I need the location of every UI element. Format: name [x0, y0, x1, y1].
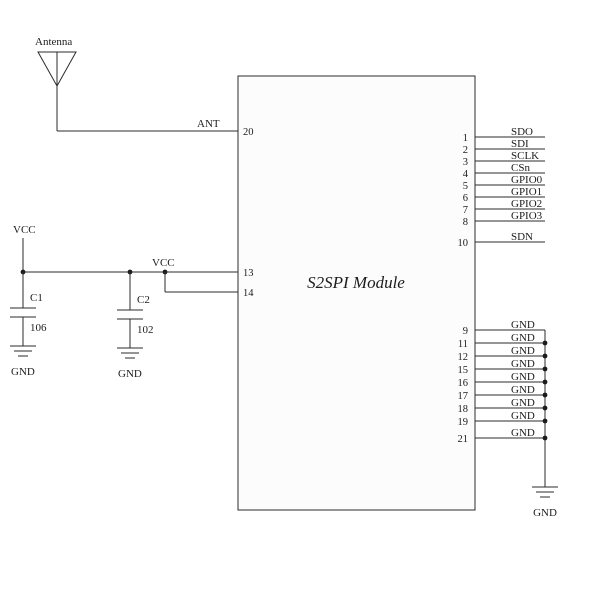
pin-label: SDN: [511, 231, 533, 243]
pin-number: 7: [463, 205, 468, 216]
antenna-label: Antenna: [35, 36, 72, 48]
pin-label: SDO: [511, 126, 533, 138]
pin-number: 2: [463, 145, 468, 156]
pin-number: 12: [458, 352, 469, 363]
pin-number: 16: [458, 378, 469, 389]
pin-label: GND: [511, 371, 535, 383]
pin-label: GPIO2: [511, 198, 542, 210]
pin-label: GND: [511, 332, 535, 344]
c1-value: 106: [30, 322, 47, 334]
c2-value: 102: [137, 324, 154, 336]
pin-label: GND: [511, 345, 535, 357]
c2-gnd-label: GND: [118, 368, 142, 380]
pin-number: 10: [458, 238, 469, 249]
pin-number-14: 14: [243, 288, 254, 299]
pin-label: GND: [511, 384, 535, 396]
junction-dot: [542, 366, 548, 372]
pin-label: GND: [511, 397, 535, 409]
pin-number: 9: [463, 326, 468, 337]
pin-label: GPIO3: [511, 210, 543, 222]
pin-number: 1: [463, 133, 468, 144]
vcc-label-left: VCC: [13, 224, 36, 236]
gnd-bus-label: GND: [533, 507, 557, 519]
pin-number: 15: [458, 365, 469, 376]
pin-number: 4: [463, 169, 469, 180]
pin-label: SDI: [511, 138, 529, 150]
pin-label: GPIO0: [511, 174, 543, 186]
module-label: S2SPI Module: [307, 273, 405, 292]
pin-label: CSn: [511, 162, 530, 174]
pin-label: GND: [511, 410, 535, 422]
pin-number: 18: [458, 404, 469, 415]
pin-number: 17: [458, 391, 469, 402]
pin-number: 21: [458, 434, 469, 445]
vcc-label-mid: VCC: [152, 257, 175, 269]
junction-dot: [542, 392, 548, 398]
junction-dot: [542, 340, 548, 346]
pin-number-13: 13: [243, 268, 254, 279]
pin-number: 11: [458, 339, 468, 350]
pin-number: 3: [463, 157, 468, 168]
c2-name: C2: [137, 294, 150, 306]
pin-label: GND: [511, 319, 535, 331]
module-body: [237, 75, 476, 511]
pin-number: 19: [458, 417, 469, 428]
c1-name: C1: [30, 292, 43, 304]
pin-label: GND: [511, 358, 535, 370]
pin-label: SCLK: [511, 150, 539, 162]
junction-dot: [542, 435, 548, 441]
pin-label: GPIO1: [511, 186, 542, 198]
pin-number: 8: [463, 217, 468, 228]
pin-number-20: 20: [243, 127, 254, 138]
pin-number: 6: [463, 193, 468, 204]
pin-label: GND: [511, 427, 535, 439]
junction-dot: [542, 379, 548, 385]
junction-dot: [542, 353, 548, 359]
c1-gnd-label: GND: [11, 366, 35, 378]
junction-dot: [542, 418, 548, 424]
ant-net-label: ANT: [197, 118, 220, 130]
junction-dot: [542, 405, 548, 411]
pin-number: 5: [463, 181, 468, 192]
